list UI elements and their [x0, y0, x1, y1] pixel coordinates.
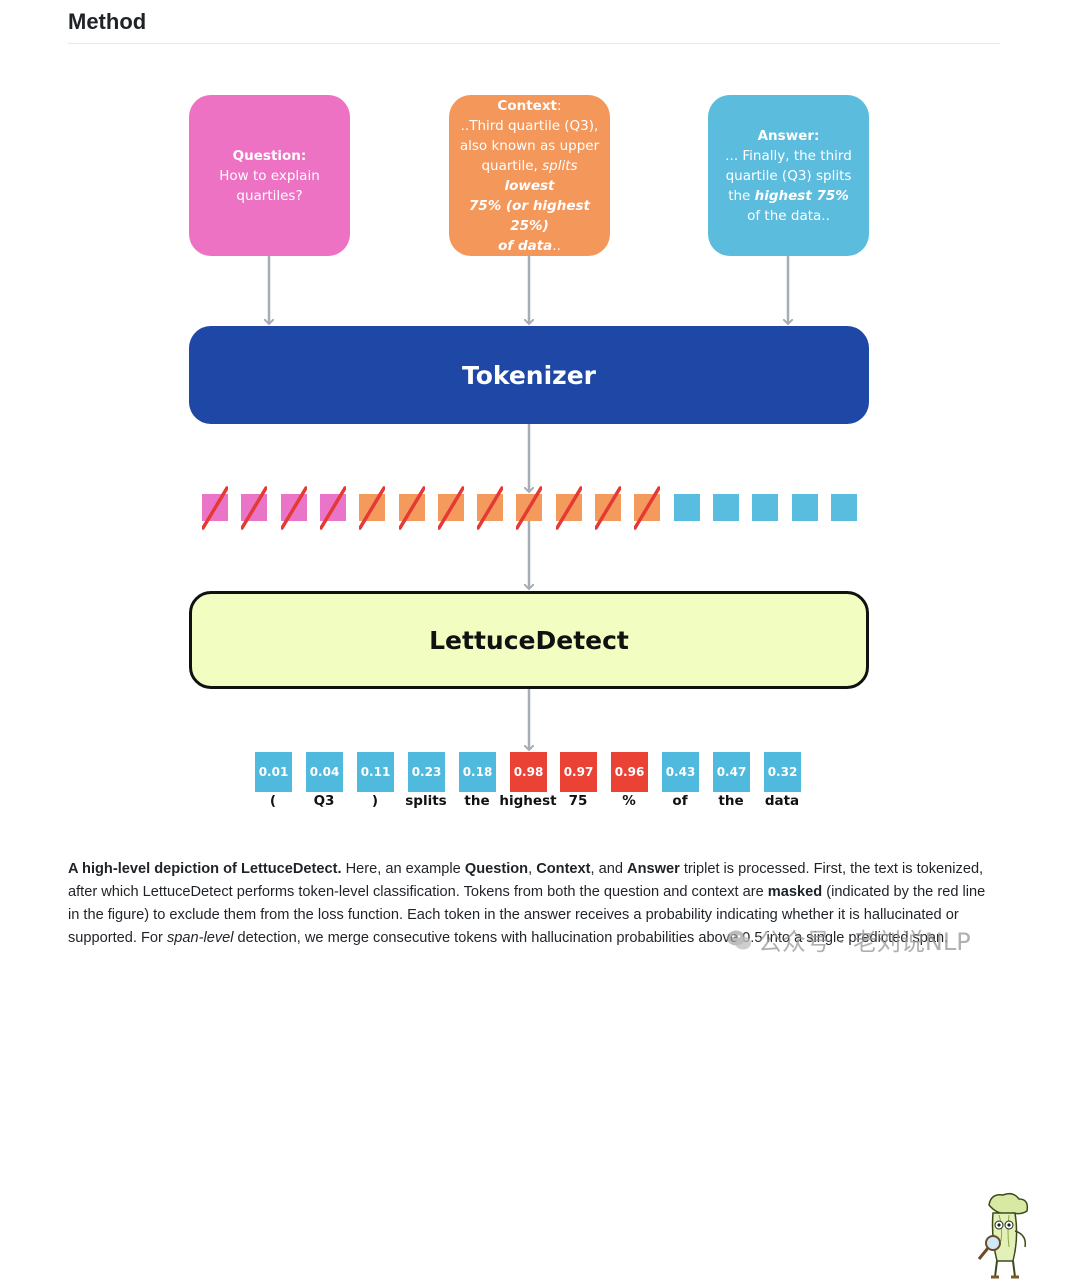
token-label: )	[371, 793, 379, 809]
token-probability: 0.96	[611, 752, 648, 792]
figure-caption: A high-level depiction of LettuceDetect.…	[68, 858, 988, 950]
token-label: Q3	[313, 793, 335, 809]
section-heading: Method	[68, 9, 147, 34]
context-title-suffix: :	[557, 97, 562, 114]
watermark-text: 公众号 · 老刘说NLP	[758, 928, 971, 956]
answer-title: Answer:	[757, 127, 820, 144]
answer-line-4: of the data..	[747, 207, 830, 224]
input-token-answer	[831, 494, 857, 521]
context-box: Context: ..Third quartile (Q3), also kno…	[449, 95, 610, 256]
input-token-answer	[792, 494, 818, 521]
input-token-answer	[674, 494, 700, 521]
token-label: the	[718, 793, 744, 809]
watermark: 公众号 · 老刘说NLP	[726, 922, 971, 957]
answer-line-2: quartile (Q3) splits	[725, 167, 852, 184]
input-token-answer	[752, 494, 778, 521]
answer-line-3-prefix: the	[728, 187, 755, 204]
answer-line-3: the highest 75%	[728, 186, 849, 206]
mask-slash-mark	[477, 486, 503, 530]
context-title-line: Context:	[497, 96, 561, 116]
context-line-4: 75% (or highest 25%)	[469, 197, 590, 234]
context-line-3-bold: lowest	[504, 177, 555, 194]
token-label: 75	[568, 793, 588, 809]
mask-slash-mark	[320, 486, 346, 530]
caption-part-1: A high-level depiction of LettuceDetect.	[68, 861, 342, 877]
question-line-1: How to explain	[219, 167, 320, 184]
mask-slash-mark	[634, 486, 660, 530]
context-line-2: also known as upper	[459, 137, 600, 154]
wechat-icon	[727, 930, 751, 949]
token-probability: 0.47	[713, 752, 750, 792]
mask-slash-mark	[556, 486, 582, 530]
caption-part-5: Context	[536, 861, 591, 877]
token-probability: 0.11	[357, 752, 394, 792]
context-line-5: of data..	[498, 236, 561, 256]
context-line-5-bold: of data	[498, 237, 553, 254]
caption-part-12: detection, we merge consecutive tokens w…	[233, 930, 949, 946]
token-probability: 0.43	[662, 752, 699, 792]
caption-part-3: Question	[464, 861, 529, 877]
lettucedetect-block: LettuceDetect	[189, 591, 1029, 1279]
caption-part-11: span-level	[166, 930, 234, 946]
token-label: of	[672, 793, 688, 809]
token-label: highest	[499, 793, 557, 809]
answer-line-1: ... Finally, the third	[725, 147, 852, 164]
context-line-3: quartile, splits lowest	[459, 156, 600, 196]
context-line-3-italic: splits	[542, 157, 578, 174]
token-probability: 0.97	[560, 752, 597, 792]
mask-slash-mark	[399, 486, 425, 530]
token-probability: 0.18	[459, 752, 496, 792]
mask-slash-mark	[359, 486, 385, 530]
mask-slash-mark	[516, 486, 542, 530]
token-probability: 0.23	[408, 752, 445, 792]
context-line-5-suffix: ..	[552, 237, 561, 254]
mask-slash-mark	[438, 486, 464, 530]
question-line-2: quartiles?	[236, 187, 303, 204]
heading-divider	[68, 43, 1000, 44]
mask-slash-mark	[281, 486, 307, 530]
context-title: Context	[497, 97, 557, 114]
mask-slash-mark	[241, 486, 267, 530]
token-probability: 0.98	[510, 752, 547, 792]
token-probability: 0.01	[255, 752, 292, 792]
mask-slash-mark	[202, 486, 228, 530]
caption-part-8: triplet is processed. First, the text is…	[68, 861, 984, 900]
token-label: %	[622, 793, 636, 809]
answer-box: Answer: ... Finally, the third quartile …	[708, 95, 869, 256]
token-label: (	[269, 793, 277, 809]
token-label: data	[764, 793, 800, 809]
tokenizer-block: Tokenizer	[189, 326, 869, 424]
caption-part-7: Answer	[627, 861, 680, 877]
token-label: splits	[405, 793, 447, 809]
tokenizer-label: Tokenizer	[461, 360, 597, 390]
context-line-3-prefix: quartile,	[481, 157, 543, 174]
answer-line-3-bold: highest 75%	[754, 187, 849, 204]
token-probability: 0.32	[764, 752, 801, 792]
token-label: the	[464, 793, 490, 809]
caption-part-6: , and	[590, 861, 628, 877]
caption-part-10: (indicated by the red line in the figure…	[68, 884, 986, 946]
caption-part-2: Here, an example	[341, 861, 465, 877]
caption-part-4: ,	[528, 861, 537, 877]
mask-slash-mark	[595, 486, 621, 530]
token-probability: 0.04	[306, 752, 343, 792]
caption-part-9: masked	[767, 884, 823, 900]
question-title: Question:	[232, 147, 307, 164]
context-line-1: ..Third quartile (Q3),	[460, 117, 599, 134]
lettuce-detective-mascot	[977, 1192, 1029, 1279]
lettucedetect-label: LettuceDetect	[429, 625, 629, 655]
input-token-answer	[713, 494, 739, 521]
question-box: Question: How to explain quartiles?	[189, 95, 350, 256]
